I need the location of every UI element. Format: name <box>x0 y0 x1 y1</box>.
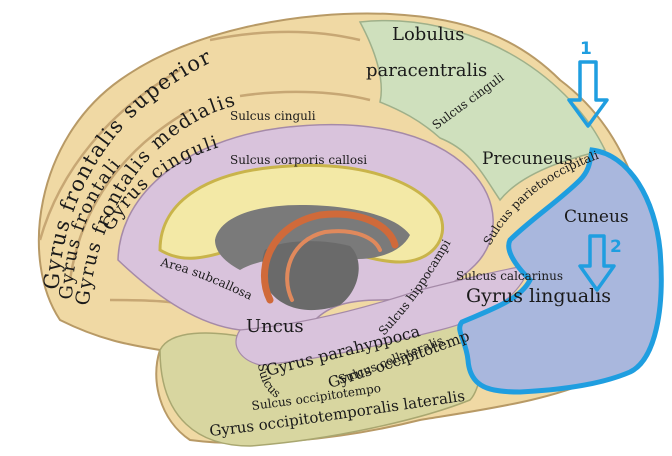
frontal-gyri-folds <box>38 30 371 312</box>
arrow-1-marker: 1 <box>580 39 592 59</box>
label-sulcus-corporis-callosi: Sulcus corporis callosi <box>230 153 367 167</box>
label-gyrus-lingualis: Gyrus lingualis <box>466 285 611 307</box>
label-precuneus: Precuneus <box>482 149 573 169</box>
down-arrow-icon <box>578 234 616 292</box>
thalamus <box>262 241 359 311</box>
fornix-inner <box>285 229 382 302</box>
cuneus-lingual-region <box>457 147 664 395</box>
label-sulcus-cinguli: Sulcus cinguli <box>230 109 316 123</box>
label-sulcus-calcarinus: Sulcus calcarinus <box>456 269 563 283</box>
parahippocampal-gyrus <box>235 264 531 366</box>
label-cuneus: Cuneus <box>564 207 629 227</box>
down-arrow-icon <box>567 60 609 128</box>
arrow-2-marker: 2 <box>610 237 622 257</box>
label-paracentralis: paracentralis <box>366 60 487 81</box>
fornix <box>260 210 399 304</box>
label-uncus: Uncus <box>246 316 304 337</box>
parietal-region <box>358 19 607 202</box>
label-lobulus: Lobulus <box>392 24 465 45</box>
